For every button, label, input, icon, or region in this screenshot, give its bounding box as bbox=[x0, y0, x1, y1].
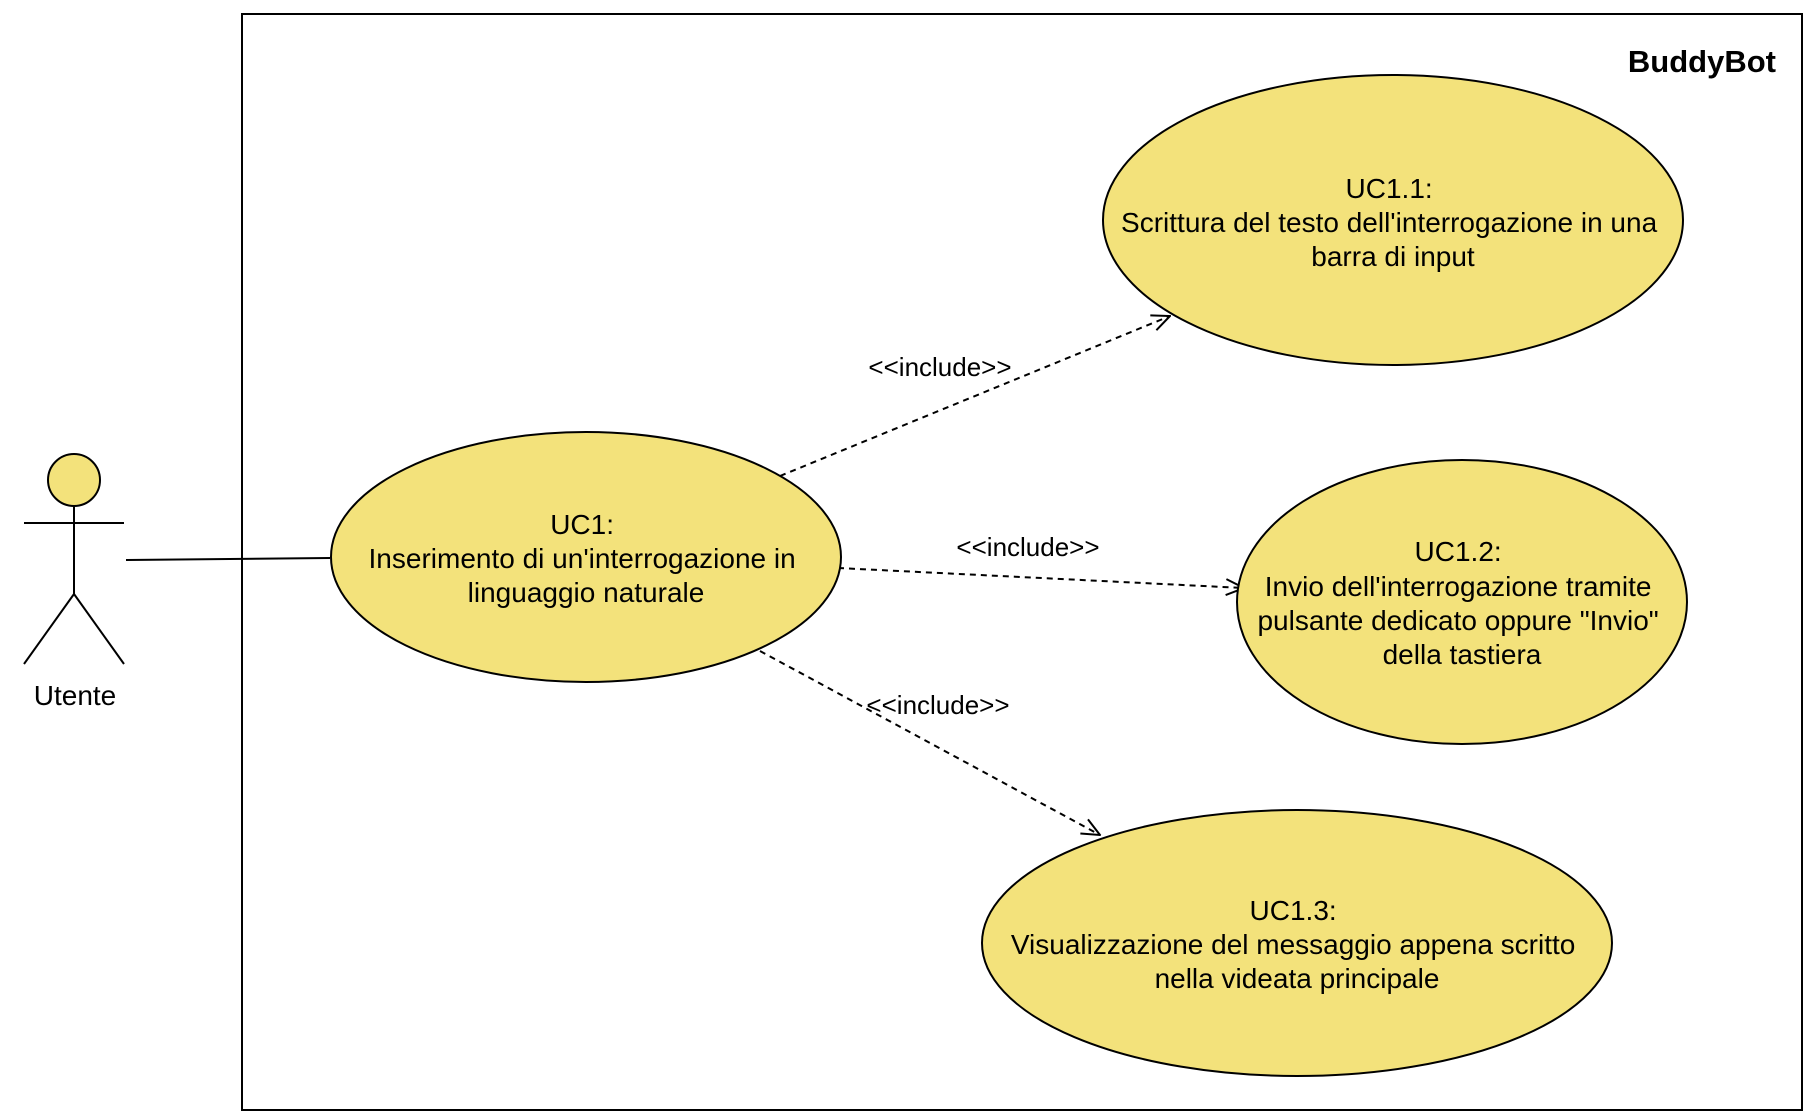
use-case-uc1-1-line-2: Scrittura del testo dell'interrogazione … bbox=[1121, 207, 1658, 238]
use-case-uc1-line-3: linguaggio naturale bbox=[468, 577, 705, 608]
use-case-uc1-line-1: UC1: bbox=[550, 509, 614, 540]
use-case-uc1-2-line-2: Invio dell'interrogazione tramite bbox=[1265, 571, 1652, 602]
use-case-uc1-3-line-3: nella videata principale bbox=[1155, 963, 1440, 994]
use-case-uc1-2-line-3: pulsante dedicato oppure "Invio" bbox=[1257, 605, 1658, 636]
include-label-uc1-3: <<include>> bbox=[866, 690, 1009, 720]
include-label-uc1-1: <<include>> bbox=[868, 352, 1011, 382]
actor-head bbox=[47, 453, 101, 507]
use-case-uc1-3[interactable]: UC1.3: Visualizzazione del messaggio app… bbox=[981, 809, 1613, 1077]
use-case-uc1-1-line-1: UC1.1: bbox=[1346, 173, 1433, 204]
use-case-uc1-2-line-1: UC1.2: bbox=[1415, 536, 1502, 567]
use-case-uc1-3-line-1: UC1.3: bbox=[1250, 895, 1337, 926]
svg-text:UC1.2: Invio dell'interr: UC1.2: Invio dell'interrogazione tramite… bbox=[1257, 536, 1666, 670]
svg-text:UC1.1: Scrittura del tes: UC1.1: Scrittura del testo dell'interrog… bbox=[1121, 173, 1665, 272]
use-case-uc1-shape bbox=[330, 431, 842, 683]
use-case-uc1[interactable]: UC1: Inserimento di un'interrogazione in… bbox=[330, 431, 842, 683]
system-title: BuddyBot bbox=[1628, 44, 1776, 79]
svg-text:UC1.3: Visualizzazione d: UC1.3: Visualizzazione del messaggio app… bbox=[1011, 895, 1583, 994]
include-arrow-uc1-2 bbox=[837, 567, 1244, 588]
actor-utente[interactable]: Utente bbox=[23, 453, 125, 711]
use-case-uc1-2-line-4: della tastiera bbox=[1383, 639, 1542, 670]
use-case-uc1-1-line-3: barra di input bbox=[1311, 241, 1475, 272]
use-case-uc1-3-shape bbox=[981, 809, 1613, 1077]
use-case-uc1-3-line-2: Visualizzazione del messaggio appena scr… bbox=[1011, 929, 1575, 960]
include-label-uc1-2: <<include>> bbox=[956, 532, 1099, 562]
actor-right-leg bbox=[73, 593, 125, 665]
include-arrow-uc1-3 bbox=[759, 650, 1100, 835]
use-case-uc1-1[interactable]: UC1.1: Scrittura del testo dell'interrog… bbox=[1102, 74, 1684, 366]
association-line bbox=[125, 557, 331, 561]
use-case-uc1-2[interactable]: UC1.2: Invio dell'interrogazione tramite… bbox=[1236, 459, 1688, 745]
include-arrow-uc1-1 bbox=[779, 316, 1170, 477]
actor-label: Utente bbox=[34, 680, 117, 711]
use-case-uc1-2-shape bbox=[1236, 459, 1688, 745]
actor-left-leg bbox=[23, 593, 75, 665]
use-case-uc1-1-shape bbox=[1102, 74, 1684, 366]
use-case-uc1-line-2: Inserimento di un'interrogazione in bbox=[369, 543, 796, 574]
svg-text:UC1: Inserimento di un'i: UC1: Inserimento di un'interrogazione in… bbox=[369, 509, 804, 608]
